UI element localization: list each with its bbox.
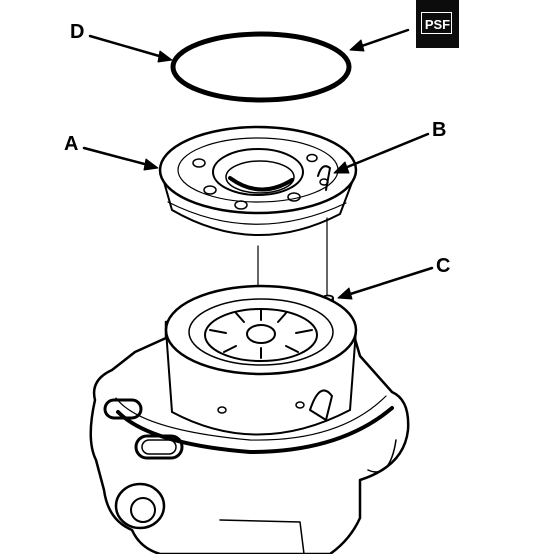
- callout-d-label: D: [70, 21, 85, 43]
- callout-b-label: B: [432, 119, 447, 141]
- dowel-hole-icon: [317, 165, 331, 191]
- leader-lines: [82, 28, 434, 300]
- pump-cover-icon: [158, 125, 358, 236]
- o-ring-icon: [170, 31, 352, 103]
- pump-body-icon: [89, 284, 410, 554]
- psf-badge: PSF: [416, 0, 459, 48]
- psf-badge-frame: [421, 12, 452, 34]
- psf-badge-label: PSF: [424, 16, 451, 32]
- callout-a-label: A: [64, 133, 79, 155]
- callout-c-label: C: [436, 255, 451, 277]
